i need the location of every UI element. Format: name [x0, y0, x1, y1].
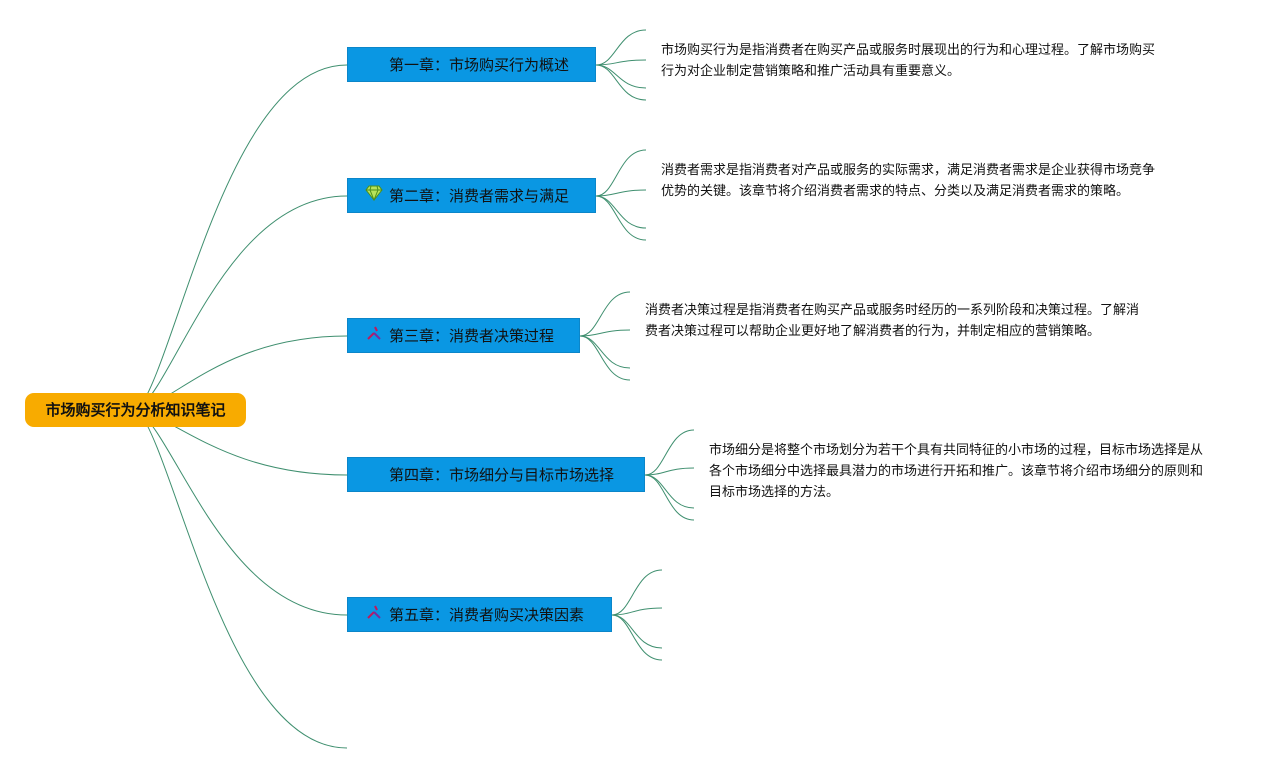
root-connector-2 — [137, 195, 348, 411]
chapter-1-leaf-connector-1 — [595, 29, 647, 66]
chapter-4-label: 第四章：市场细分与目标市场选择 — [389, 466, 615, 484]
chapter-3-description: 消费者决策过程是指消费者在购买产品或服务时经历的一系列阶段和决策过程。了解消费者… — [645, 303, 1140, 339]
chapter-3-node[interactable]: 第三章：消费者决策过程 — [347, 318, 580, 353]
root-connector-6 — [137, 409, 348, 749]
chapter-5-leaf-connector-2 — [611, 607, 663, 616]
root-connector-1 — [137, 64, 348, 411]
chapter-5-label: 第五章：消费者购买决策因素 — [389, 606, 585, 624]
chapter-1-label: 第一章：市场购买行为概述 — [389, 56, 570, 74]
chapter-4-leaf-connector-3 — [644, 474, 695, 509]
chapter-1-leaf-connector-2 — [595, 59, 647, 66]
chapter-2-label: 第二章：消费者需求与满足 — [389, 187, 570, 205]
chapter-3-label: 第三章：消费者决策过程 — [389, 327, 555, 345]
gem-icon — [363, 179, 385, 214]
chapter-4-description: 市场细分是将整个市场划分为若干个具有共同特征的小市场的过程，目标市场选择是从各个… — [709, 443, 1204, 500]
root-connector-5 — [137, 409, 348, 616]
chapter-2-leaf-connector-2 — [595, 189, 647, 197]
chapter-2-node[interactable]: 第二章：消费者需求与满足 — [347, 178, 596, 213]
chapter-3-leaf-connector-2 — [579, 329, 631, 337]
chapter-4-node[interactable]: 第四章：市场细分与目标市场选择 — [347, 457, 645, 492]
chapter-4-leaf-connector-4 — [644, 474, 695, 521]
chapter-5-leaf-connector-4 — [611, 614, 663, 661]
sparkle-icon — [363, 598, 385, 633]
chapter-2-description: 消费者需求是指消费者对产品或服务的实际需求，满足消费者需求是企业获得市场竞争优势… — [661, 163, 1156, 199]
chapter-1-node[interactable]: 第一章：市场购买行为概述 — [347, 47, 596, 82]
chapter-3-leaf-connector-1 — [579, 291, 631, 337]
root-topic[interactable]: 市场购买行为分析知识笔记 — [25, 393, 246, 427]
chapter-1-description: 市场购买行为是指消费者在购买产品或服务时展现出的行为和心理过程。了解市场购买行为… — [661, 43, 1156, 79]
chapter-1-leaf-connector-3 — [595, 64, 647, 89]
chapter-1-leaf-connector-4 — [595, 64, 647, 101]
chapter-5-leaf-connector-1 — [611, 569, 663, 616]
chapter-5-node[interactable]: 第五章：消费者购买决策因素 — [347, 597, 612, 632]
sparkle-icon — [363, 319, 385, 354]
chapter-4-leaf-connector-1 — [644, 429, 695, 476]
chapter-2-leaf-connector-4 — [595, 195, 647, 241]
chapter-2-leaf-connector-1 — [595, 149, 647, 197]
chapter-3-leaf-connector-4 — [579, 335, 631, 381]
chapter-4-leaf-connector-2 — [644, 467, 695, 476]
